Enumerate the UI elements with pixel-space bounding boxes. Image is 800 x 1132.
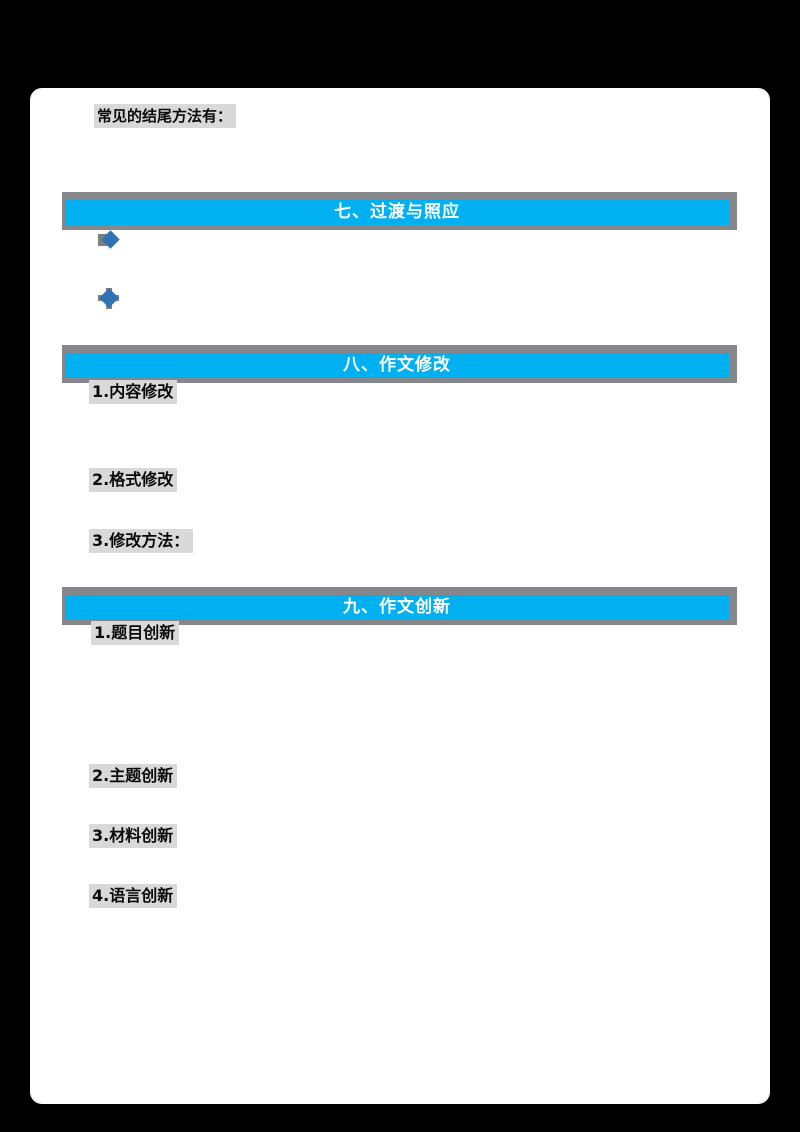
subitem-label-format-revision: 2.格式修改 (89, 468, 178, 492)
bullet-blue-diamond (99, 288, 119, 308)
diamond-cross-bullet-icon (98, 288, 122, 310)
section-banner-9: 九、作文创新 (62, 587, 737, 625)
document-page: 常见的结尾方法有： 七、过渡与照应 八、作文修改 1.内容修改 2.格式修改 3… (30, 88, 770, 1104)
diamond-arrow-bullet-icon (98, 229, 122, 251)
section-title: 八、作文修改 (65, 353, 729, 378)
intro-highlight-label: 常见的结尾方法有： (94, 104, 237, 128)
section-title: 七、过渡与照应 (65, 200, 729, 225)
subitem-label-revision-methods: 3.修改方法： (89, 529, 194, 553)
subitem-label-title-innovation: 1.题目创新 (91, 621, 180, 645)
subitem-label-language-innovation: 4.语言创新 (89, 884, 178, 908)
subitem-label-material-innovation: 3.材料创新 (89, 824, 178, 848)
section-title: 九、作文创新 (65, 595, 729, 620)
section-banner-8: 八、作文修改 (62, 345, 737, 383)
section-banner-7: 七、过渡与照应 (62, 192, 737, 230)
subitem-label-theme-innovation: 2.主题创新 (89, 764, 178, 788)
subitem-label-content-revision: 1.内容修改 (89, 380, 178, 404)
